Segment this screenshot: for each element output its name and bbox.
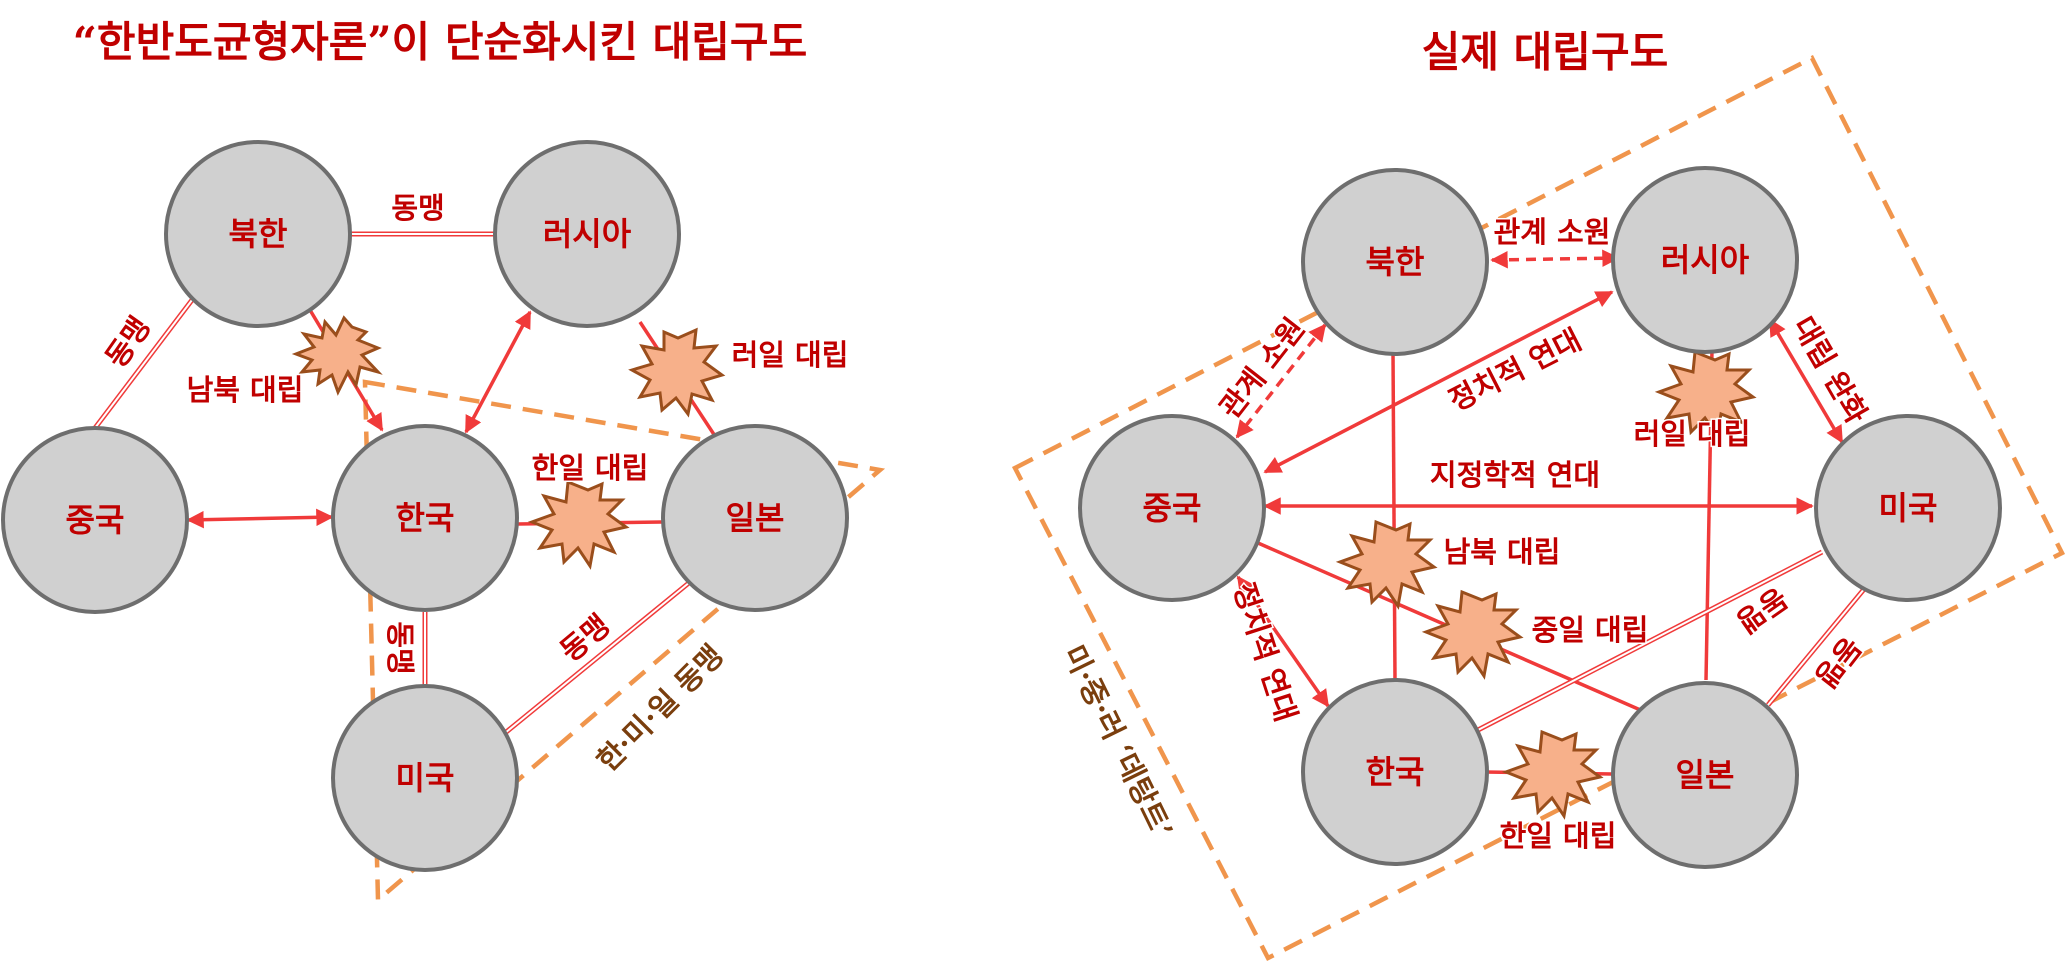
left-label-south-north: 남북 대립	[187, 373, 304, 407]
right-burst-russia-japan	[1654, 349, 1757, 440]
right-burst-korea-japan	[1501, 729, 1604, 820]
left-label-korea-japan: 한일 대립	[532, 451, 649, 485]
right-arrow-cn-ru	[1263, 290, 1614, 474]
left-arrow-ru-kr	[464, 310, 532, 434]
svg-text:미국: 미국	[396, 759, 455, 797]
right-node-usa: 미국	[1814, 414, 2002, 602]
svg-text:북한: 북한	[1366, 243, 1425, 281]
left-burst-south-north	[291, 315, 383, 396]
left-alliance-triangle	[362, 379, 886, 905]
left-node-usa: 미국	[331, 684, 519, 872]
svg-text:중국: 중국	[1143, 489, 1202, 527]
right-arrow-nk-ru	[1490, 249, 1620, 269]
right-alliance-jp-us-line	[1766, 586, 1867, 707]
right-alliance-kr-us-line	[1476, 549, 1824, 733]
left-node-russia: 러시아	[493, 140, 681, 328]
right-node-north-korea: 북한	[1301, 168, 1489, 356]
right-burst-china-japan	[1421, 589, 1524, 680]
left-label-russia-japan: 러일 대립	[732, 338, 849, 372]
left-alliance-nk-cn-line	[93, 298, 194, 430]
left-burst-russia-japan	[628, 327, 726, 418]
right-node-japan: 일본	[1611, 681, 1799, 869]
svg-text:중국: 중국	[66, 501, 125, 539]
left-label-alliance-kr-us: 동맹	[383, 621, 417, 674]
right-detente-box	[1011, 54, 2066, 962]
right-arrow-cn-kr	[1236, 575, 1330, 708]
left-label-alliance-nk-cn: 동맹	[99, 310, 157, 373]
left-node-china: 중국	[1, 426, 189, 614]
svg-text:미국: 미국	[1879, 489, 1938, 527]
svg-text:북한: 북한	[229, 215, 288, 253]
left-burst-korea-japan	[527, 479, 630, 570]
svg-text:일본: 일본	[726, 499, 785, 537]
right-label-kr-us: 동맹	[1730, 581, 1793, 639]
left-node-japan: 일본	[661, 424, 849, 612]
left-arrow-cn-kr	[186, 508, 334, 529]
right-label-south-north: 남북 대립	[1444, 535, 1561, 569]
right-node-china: 중국	[1078, 414, 1266, 602]
left-node-korea: 한국	[331, 424, 519, 612]
right-node-korea: 한국	[1301, 678, 1489, 866]
svg-text:일본: 일본	[1676, 756, 1735, 794]
right-label-nk-ru: 관계 소원	[1494, 215, 1611, 249]
right-label-jp-us: 동맹	[1808, 631, 1868, 694]
left-alliance-us-jp-line	[503, 580, 692, 735]
right-arrow-ru-us	[1768, 318, 1844, 444]
left-node-north-korea: 북한	[164, 140, 352, 328]
svg-text:러시아: 러시아	[1661, 241, 1750, 279]
left-label-alliance-nk-ru: 동맹	[391, 191, 444, 225]
right-label-korea-japan: 한일 대립	[1500, 819, 1617, 853]
right-label-china-japan: 중일 대립	[1532, 613, 1649, 647]
svg-text:한국: 한국	[1366, 753, 1425, 791]
right-node-russia: 러시아	[1611, 166, 1799, 354]
left-label-alliance-us-jp: 동맹	[554, 608, 617, 668]
right-title: 실제 대립구도	[1422, 28, 1668, 77]
svg-text:러시아: 러시아	[543, 215, 632, 253]
right-label-russia-japan: 러일 대립	[1634, 417, 1751, 451]
svg-text:한국: 한국	[396, 499, 455, 537]
right-line-nk-kr	[1391, 351, 1397, 681]
right-label-cn-us: 지정학적 연대	[1430, 458, 1600, 492]
right-burst-south-north	[1335, 519, 1438, 610]
left-title: “한반도균형자론”이 단순화시킨 대립구도	[73, 18, 807, 67]
